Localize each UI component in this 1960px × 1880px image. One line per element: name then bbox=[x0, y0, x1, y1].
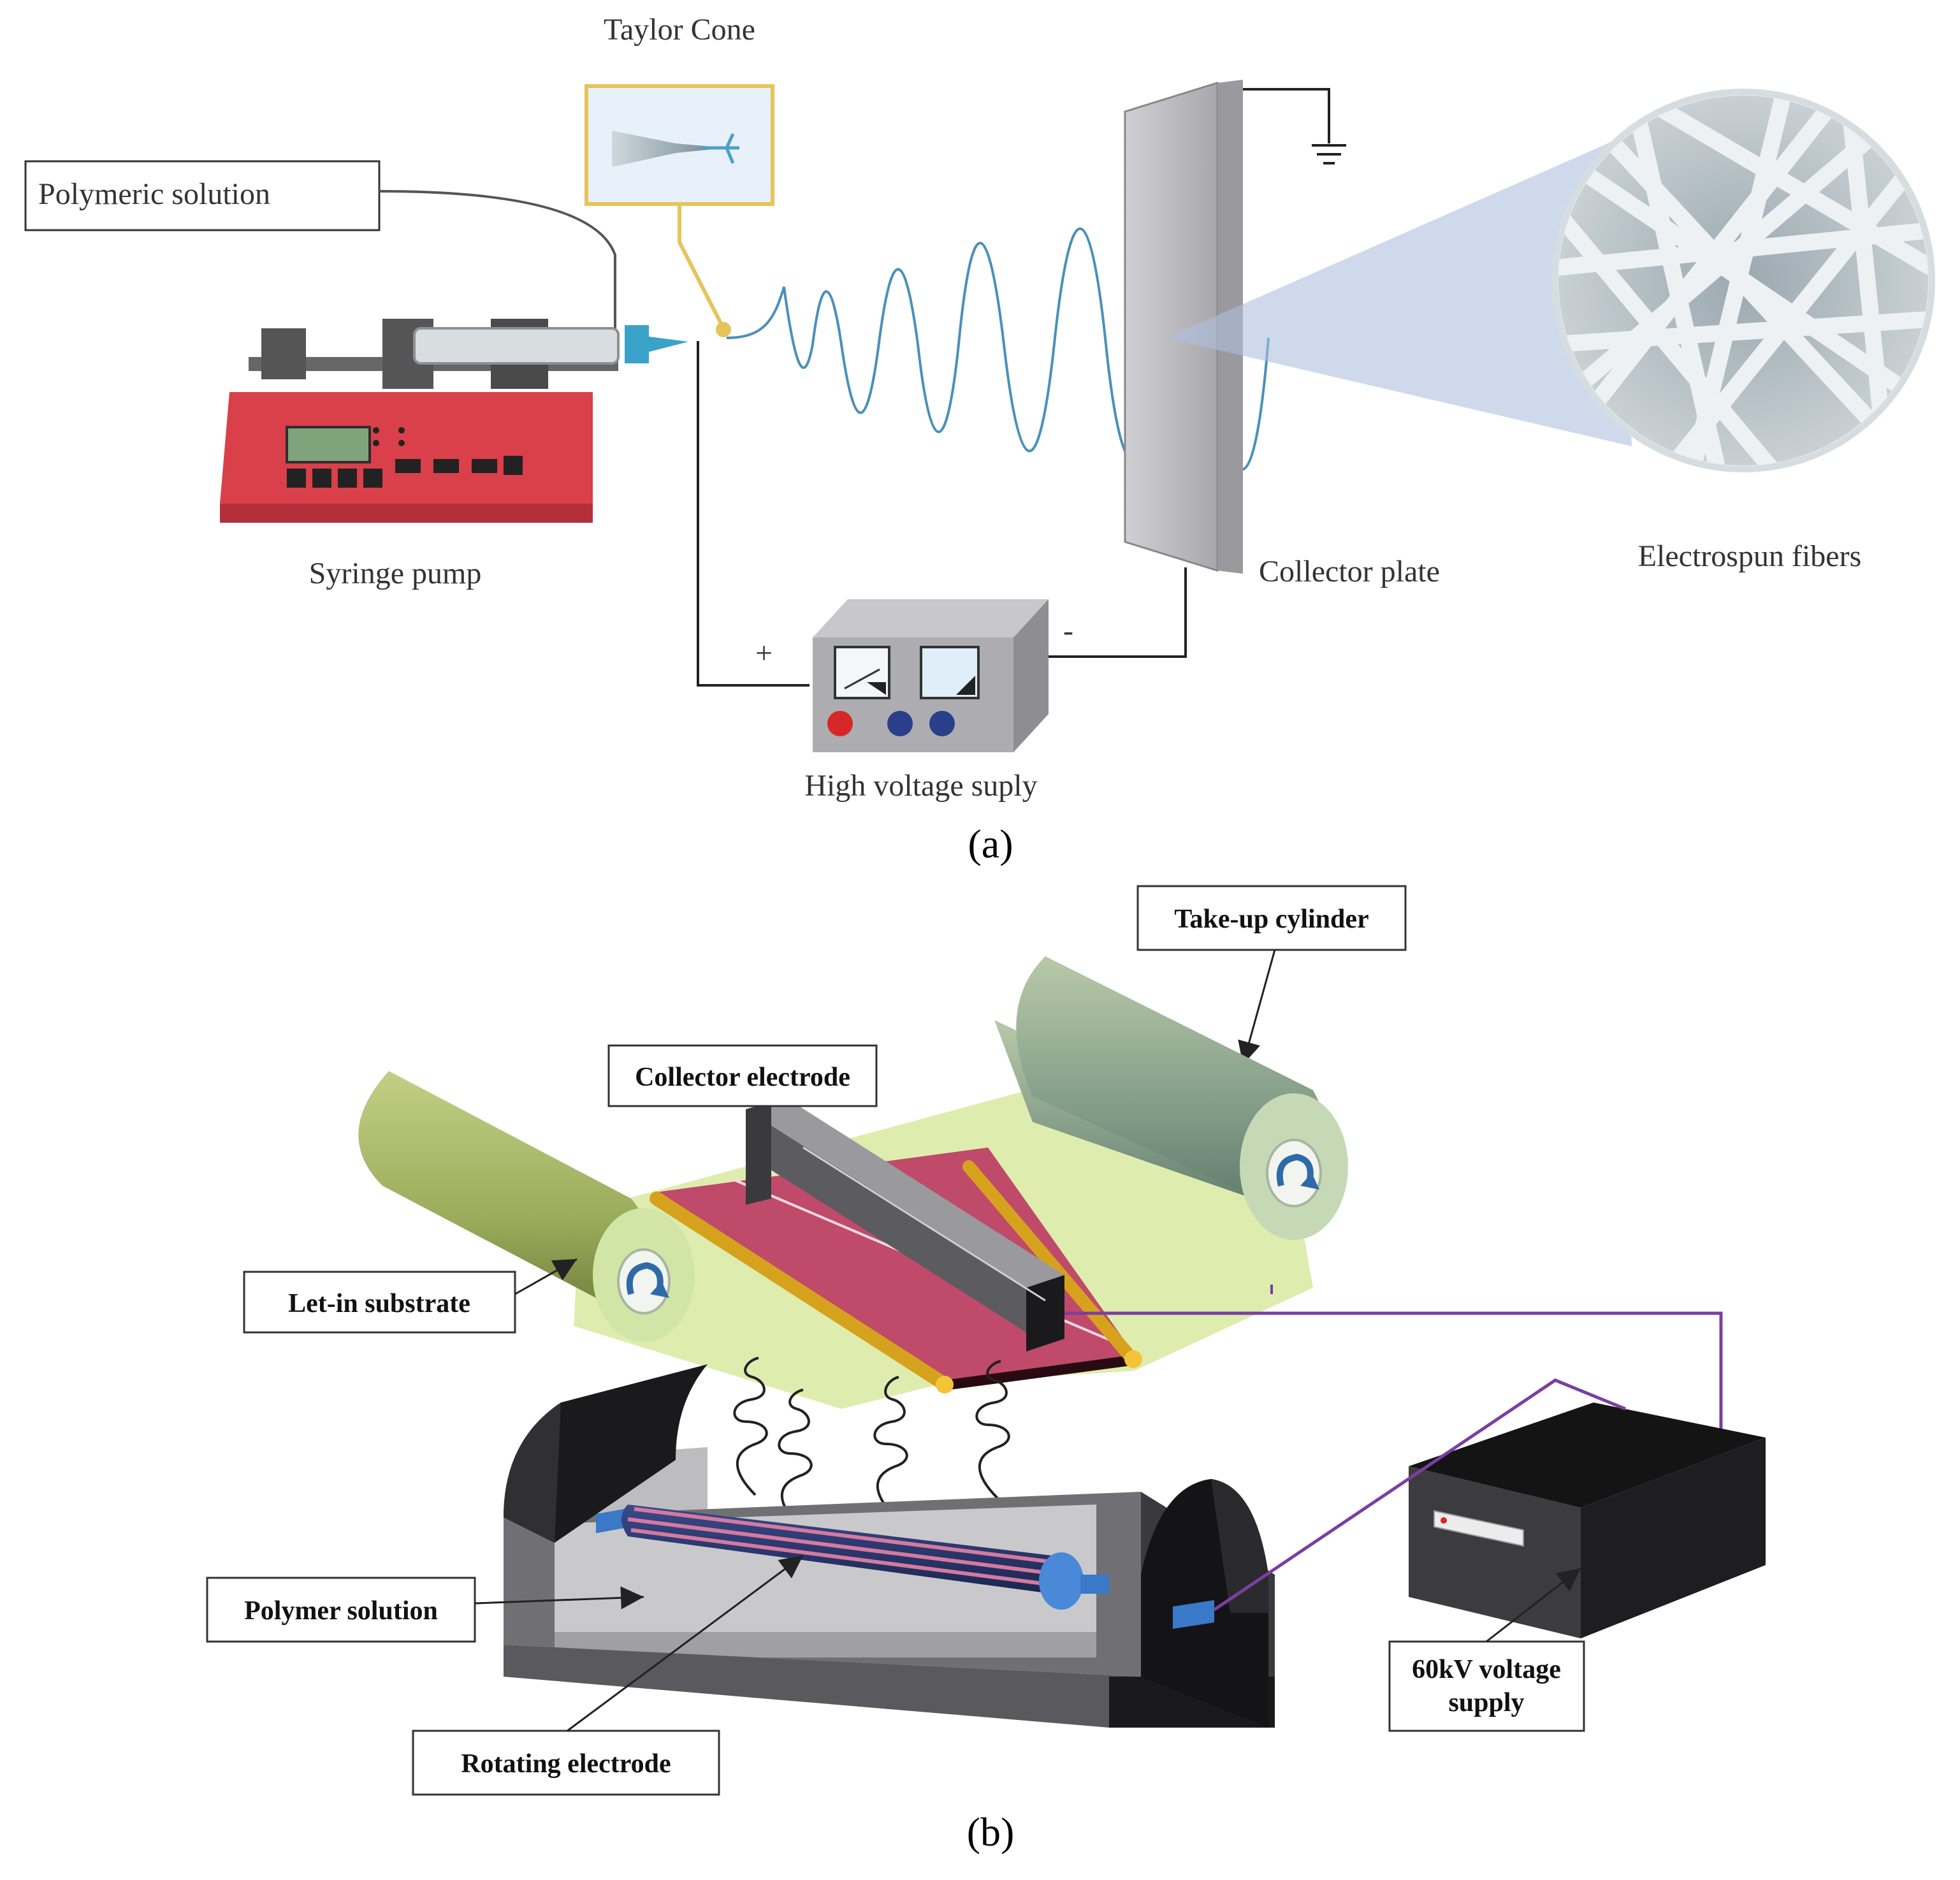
meter-left bbox=[834, 646, 890, 699]
taylor-cone-label: Taylor Cone bbox=[604, 13, 755, 47]
electrospun-fibers-label: Electrospun fibers bbox=[1638, 539, 1862, 573]
supply-meter bbox=[1434, 1510, 1524, 1547]
gold-rod-front-end bbox=[936, 1376, 954, 1394]
rotating-electrode-label: Rotating electrode bbox=[461, 1749, 671, 1779]
meter-right bbox=[920, 646, 980, 699]
polymer-solution-callout: Polymer solution bbox=[206, 1577, 644, 1643]
caption-a: (a) bbox=[968, 821, 1013, 866]
high-voltage-supply: High voltage suply bbox=[804, 599, 1049, 803]
gold-rod-back-end bbox=[1124, 1350, 1142, 1368]
voltage-supply-label-line1: 60kV voltage bbox=[1412, 1655, 1561, 1684]
voltage-supply-callout: 60kV voltage supply bbox=[1388, 1567, 1585, 1732]
collector-plate-label: Collector plate bbox=[1259, 555, 1440, 588]
jets bbox=[733, 1357, 1010, 1528]
let-in-substrate-label: Let-in substrate bbox=[288, 1289, 470, 1318]
blue-knob-1 bbox=[887, 711, 913, 736]
polymeric-solution-callout: Polymeric solution bbox=[24, 160, 616, 328]
voltage-supply-label-line2: supply bbox=[1448, 1688, 1524, 1717]
polymer-solution-label: Polymer solution bbox=[244, 1596, 438, 1626]
let-in-substrate-callout: Let-in substrate bbox=[243, 1258, 577, 1334]
voltage-supply-60kv bbox=[1213, 1378, 1766, 1638]
red-knob bbox=[827, 711, 853, 736]
jet-3 bbox=[873, 1376, 908, 1519]
high-voltage-supply-label: High voltage suply bbox=[804, 769, 1037, 803]
minus-sign: - bbox=[1063, 614, 1073, 648]
purple-wire-bottom bbox=[1213, 1378, 1626, 1612]
syringe-pump: Syringe pump bbox=[220, 319, 688, 590]
let-in-substrate-cylinder bbox=[358, 1071, 695, 1342]
collector-plate: Collector plate bbox=[1124, 80, 1440, 588]
rotating-electrode-callout: Rotating electrode bbox=[412, 1554, 804, 1796]
collector-electrode-label: Collector electrode bbox=[635, 1063, 850, 1092]
gold-rod-back bbox=[962, 1160, 1138, 1364]
magnification-beam bbox=[1166, 137, 1632, 446]
polymeric-solution-label: Polymeric solution bbox=[38, 177, 270, 211]
panel-b: Take-up cylinder Let-in substrate bbox=[206, 885, 1766, 1854]
panel-a: Taylor Cone Polymeric solution bbox=[24, 13, 1935, 866]
jet-1 bbox=[733, 1357, 768, 1496]
take-up-cylinder bbox=[994, 956, 1348, 1240]
plus-sign: + bbox=[755, 636, 773, 670]
take-up-cylinder-label: Take-up cylinder bbox=[1174, 905, 1368, 934]
gold-rod-front bbox=[650, 1191, 950, 1390]
caption-b: (b) bbox=[967, 1809, 1015, 1854]
blue-knob-2 bbox=[929, 711, 955, 736]
negative-wire bbox=[1045, 567, 1187, 658]
syringe-pump-label: Syringe pump bbox=[309, 557, 482, 590]
purple-wire-top bbox=[1064, 1311, 1723, 1431]
taylor-cone-inset bbox=[584, 84, 774, 337]
bath-connector bbox=[1173, 1600, 1214, 1629]
ground-icon bbox=[1312, 144, 1346, 164]
positive-wire bbox=[697, 341, 809, 687]
take-up-cylinder-callout: Take-up cylinder bbox=[1136, 885, 1407, 1065]
electrospun-fibers-view: Electrospun fibers bbox=[1551, 89, 1935, 573]
jet-4 bbox=[975, 1360, 1010, 1499]
collector-electrode bbox=[746, 1097, 1064, 1352]
jet-2 bbox=[778, 1388, 813, 1528]
collector-electrode-callout: Collector electrode bbox=[607, 1044, 878, 1107]
rotating-electrode bbox=[596, 1505, 1109, 1610]
